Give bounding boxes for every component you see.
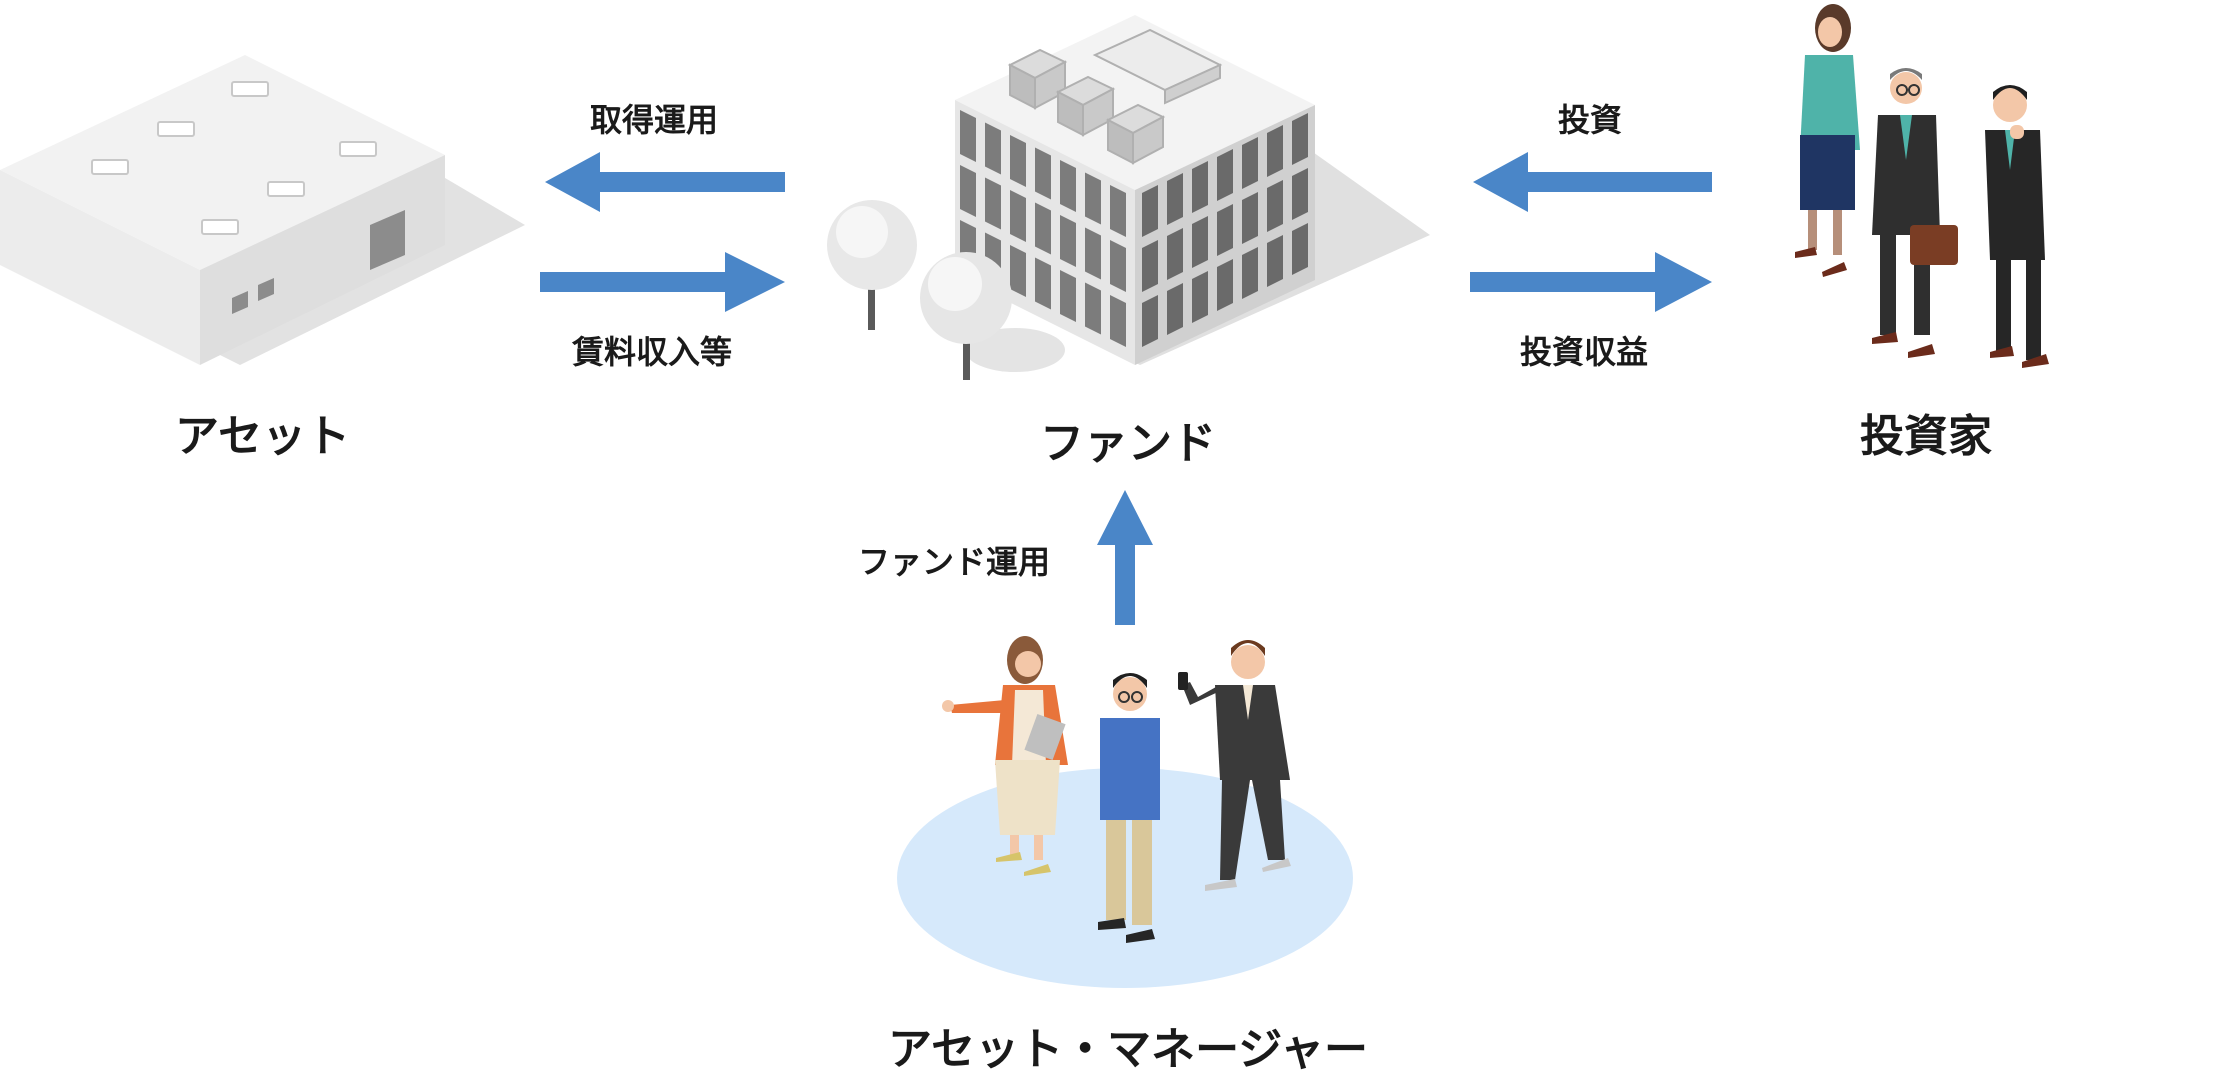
window-pane: [1085, 227, 1101, 280]
window-pane: [1167, 228, 1183, 280]
node-label-asset: アセット: [175, 411, 351, 462]
arrow-layer: [540, 152, 1712, 625]
window-pane: [1142, 295, 1158, 347]
window-pane: [1110, 185, 1126, 237]
manager-team-icon: [897, 636, 1353, 988]
window-pane: [1010, 245, 1026, 297]
investor-man-briefcase-icon: [1872, 68, 1958, 358]
investor-woman-icon: [1795, 4, 1860, 277]
arrow-fund-to-asset: [545, 152, 785, 212]
tree-icon: [827, 200, 1065, 380]
window-pane: [985, 177, 1001, 230]
window-pane: [1035, 147, 1051, 200]
window-pane: [1142, 240, 1158, 292]
arrow-investor-to-fund: [1473, 152, 1712, 212]
window-pane: [1192, 271, 1208, 323]
arrow-manager-to-fund: [1097, 490, 1153, 625]
edge-label-fund-management: ファンド運用: [858, 543, 1051, 581]
window-pane: [1217, 259, 1233, 311]
manager-man-glasses-icon: [1098, 673, 1160, 943]
building-windows-left: [960, 110, 1126, 347]
window-pane: [1060, 270, 1076, 322]
window-pane: [1010, 135, 1026, 187]
window-pane: [1035, 202, 1051, 255]
window-pane: [960, 165, 976, 217]
node-label-asset-manager: アセット・マネージャー: [888, 1024, 1369, 1075]
window-pane: [1060, 215, 1076, 267]
window-pane: [1110, 240, 1126, 292]
warehouse-building-icon: [0, 55, 525, 365]
node-label-investor: 投資家: [1860, 411, 1992, 462]
office-building-icon: [955, 15, 1430, 365]
window-pane: [1292, 223, 1308, 275]
window-pane: [1192, 161, 1208, 213]
window-pane: [1267, 180, 1283, 232]
window-pane: [1267, 125, 1283, 177]
window-pane: [1110, 295, 1126, 347]
window-pane: [1085, 172, 1101, 225]
window-pane: [1167, 283, 1183, 335]
window-pane: [1035, 257, 1051, 310]
window-pane: [1010, 190, 1026, 242]
window-pane: [1217, 149, 1233, 201]
edge-label-investment: 投資: [1558, 101, 1623, 139]
edge-label-investment-return: 投資収益: [1520, 333, 1649, 371]
window-pane: [1242, 247, 1258, 299]
arrow-fund-to-investor: [1470, 252, 1712, 312]
investors-group-icon: [1795, 4, 2049, 368]
window-pane: [1060, 160, 1076, 212]
window-pane: [1242, 137, 1258, 189]
building-windows-right: [1142, 113, 1308, 347]
investor-man-thinking-icon: [1985, 85, 2049, 368]
manager-man-phone-icon: [1178, 640, 1291, 891]
window-pane: [1167, 173, 1183, 225]
window-pane: [1292, 113, 1308, 165]
window-pane: [1267, 235, 1283, 287]
window-pane: [985, 122, 1001, 175]
window-pane: [1292, 168, 1308, 220]
window-pane: [960, 110, 976, 162]
window-pane: [1192, 216, 1208, 268]
window-pane: [1142, 185, 1158, 237]
edge-label-rental-income: 賃料収入等: [572, 333, 733, 371]
manager-woman-icon: [942, 636, 1068, 876]
arrow-asset-to-fund: [540, 252, 785, 312]
window-pane: [1242, 192, 1258, 244]
window-pane: [1217, 204, 1233, 256]
edge-label-acquisition: 取得運用: [590, 101, 719, 139]
node-label-fund: ファンド: [1040, 418, 1216, 469]
window-pane: [1085, 282, 1101, 335]
